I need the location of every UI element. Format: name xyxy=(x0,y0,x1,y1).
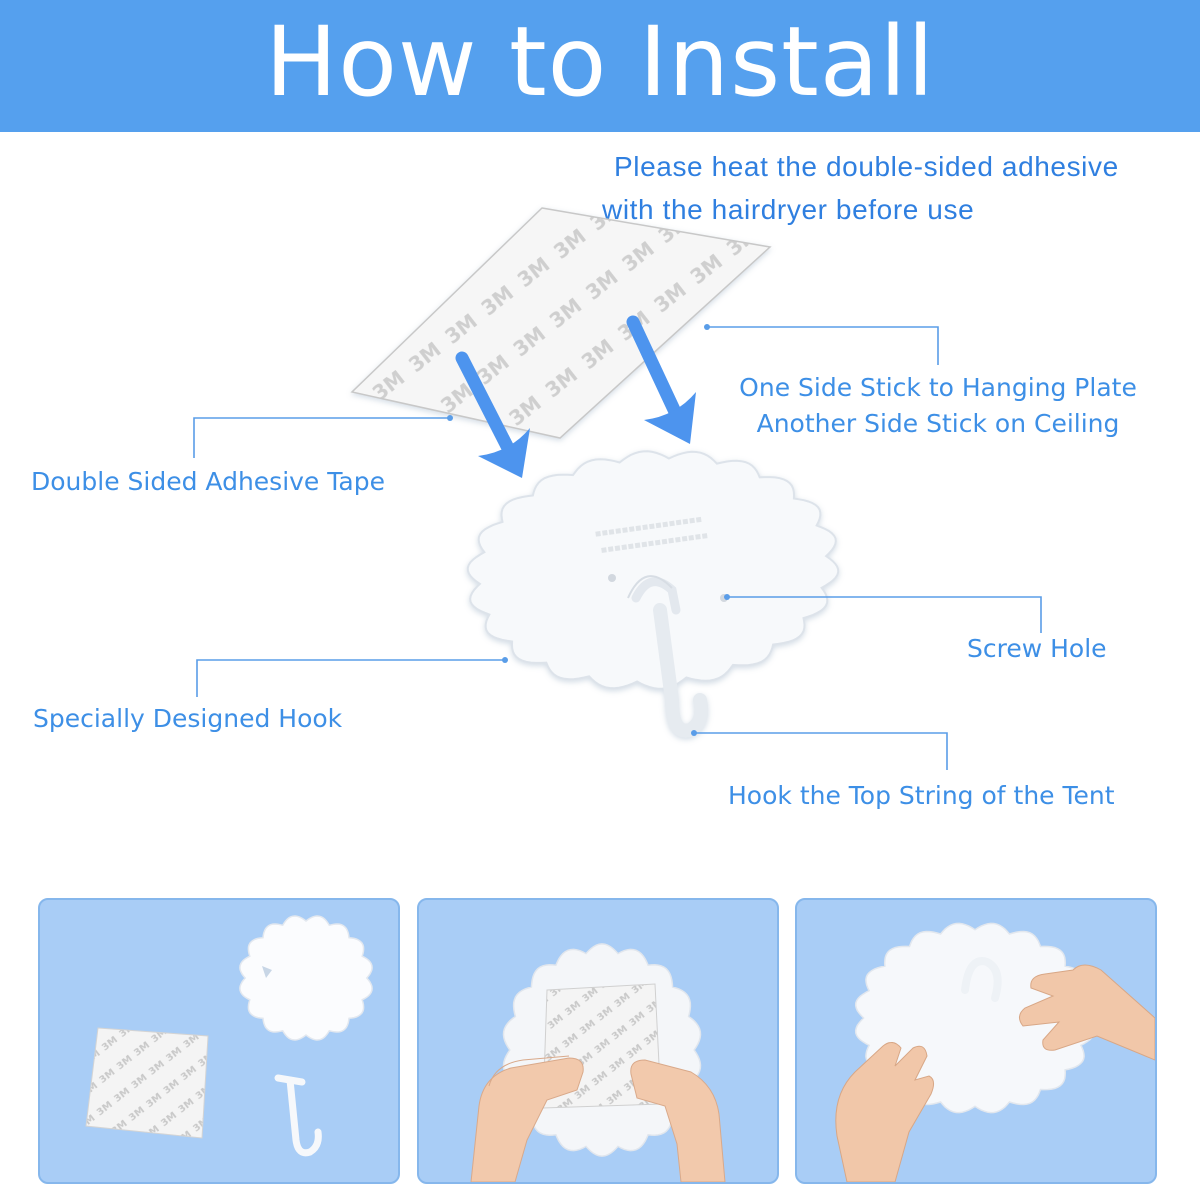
callout-screw-hole: Screw Hole xyxy=(967,634,1107,663)
arrow-tape-to-plate-right xyxy=(626,315,696,444)
hook-on-plate xyxy=(961,957,1002,1002)
heat-note-line-1: Please heat the double-sided adhesive xyxy=(614,151,1119,182)
leader-one-side xyxy=(707,326,939,365)
right-hand xyxy=(630,1059,726,1182)
leader-double-sided-tape xyxy=(193,417,450,458)
callout-one-side-line-1: One Side Stick to Hanging Plate xyxy=(739,373,1137,402)
left-hand xyxy=(835,1042,935,1182)
step-panel-press-ceiling xyxy=(795,898,1157,1184)
tape-thumbnail xyxy=(85,1027,209,1139)
right-hand xyxy=(1019,964,1155,1061)
leader-hook-string xyxy=(694,732,948,770)
leader-lines xyxy=(193,326,1042,770)
page-title: How to Install xyxy=(265,6,935,118)
hanging-plate: ▪▪▪▪▪▪▪▪▪▪▪▪▪▪▪▪ ▪▪▪▪▪▪▪▪▪▪▪▪▪▪▪▪ xyxy=(466,450,840,738)
leader-special-hook xyxy=(196,659,505,697)
callout-one-side-line-2: Another Side Stick on Ceiling xyxy=(756,409,1120,438)
heat-note-line-2: with the hairdryer before use xyxy=(602,194,975,225)
title-banner xyxy=(0,0,1200,132)
callout-double-sided-tape: Double Sided Adhesive Tape xyxy=(31,467,385,496)
hook-thumbnail xyxy=(274,1074,322,1157)
left-hand xyxy=(470,1055,584,1182)
leader-screw-hole xyxy=(727,596,1042,633)
screw-hole-left xyxy=(608,574,616,582)
step-panel-apply-tape xyxy=(417,898,779,1184)
adhesive-tape xyxy=(350,207,772,439)
callout-special-hook: Specially Designed Hook xyxy=(33,704,343,733)
step-panel-parts xyxy=(38,898,400,1184)
callout-hook-string: Hook the Top String of the Tent xyxy=(728,781,1115,810)
plate-thumbnail xyxy=(239,915,373,1041)
arrow-tape-to-plate-left xyxy=(455,351,530,478)
